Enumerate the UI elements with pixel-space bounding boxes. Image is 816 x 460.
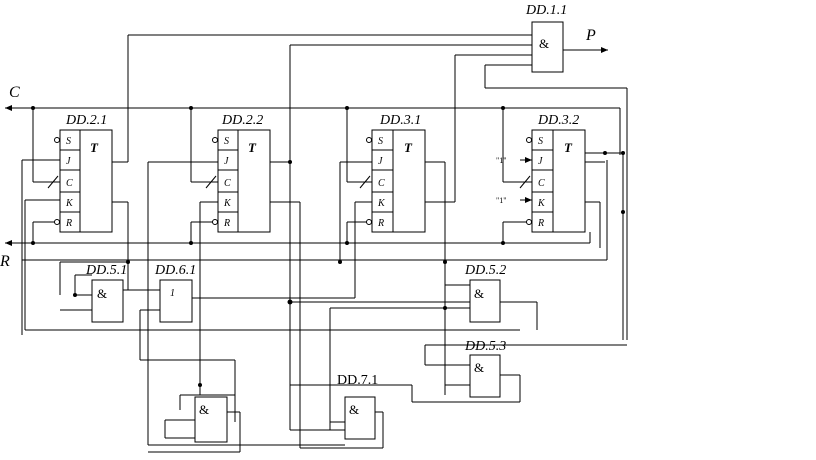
gate-dd61-label: DD.6.1 bbox=[154, 263, 196, 278]
pin-label: S bbox=[538, 136, 543, 147]
pin-label: S bbox=[224, 136, 229, 147]
gate-symbol: & bbox=[474, 360, 484, 375]
gate-dd51: DD.5.1 & bbox=[85, 263, 127, 323]
gate-dd61: DD.6.1 1 bbox=[154, 263, 196, 323]
pin-label: R bbox=[377, 218, 384, 229]
gate-dd52: DD.5.2 & bbox=[464, 263, 506, 323]
ff-dd31-label: DD.3.1 bbox=[379, 113, 421, 128]
ff-dd22-label: DD.2.2 bbox=[221, 113, 263, 128]
ff-type-label: T bbox=[404, 140, 413, 155]
gate-symbol: & bbox=[199, 402, 209, 417]
ff-type-label: T bbox=[564, 140, 573, 155]
ff-type-label: T bbox=[90, 140, 99, 155]
j-const-label: "1" bbox=[496, 156, 507, 165]
gate-symbol: & bbox=[474, 286, 484, 301]
output-signal-label: P bbox=[585, 27, 596, 44]
gate-dd51-label: DD.5.1 bbox=[85, 263, 127, 278]
ff-dd32: DD.3.2 S J C K R T "1" "1" bbox=[496, 113, 586, 233]
ff-dd22: DD.2.2 S J C K R T bbox=[205, 113, 271, 233]
ff-dd31: DD.3.1 S J C K R T bbox=[359, 113, 426, 233]
ff-dd21: DD.2.1 S J C K R T bbox=[47, 113, 113, 233]
pin-label: K bbox=[223, 198, 232, 209]
gate-symbol: 1 bbox=[170, 288, 175, 299]
reset-signal-label: R bbox=[0, 253, 10, 270]
gate-symbol: & bbox=[97, 286, 107, 301]
pin-label: C bbox=[378, 178, 385, 189]
gate-symbol: & bbox=[539, 36, 549, 51]
pin-label: J bbox=[224, 156, 229, 167]
wires bbox=[4, 34, 628, 453]
pin-label: K bbox=[377, 198, 386, 209]
gate-dd11: DD.1.1 & bbox=[525, 3, 567, 73]
gate-dd53: DD.5.3 & bbox=[464, 339, 506, 398]
pin-label: C bbox=[538, 178, 545, 189]
gate-symbol: & bbox=[349, 402, 359, 417]
gate-dd71: DD.7.1 & bbox=[337, 373, 378, 440]
ff-dd21-label: DD.2.1 bbox=[65, 113, 107, 128]
pin-label: C bbox=[66, 178, 73, 189]
pin-label: C bbox=[224, 178, 231, 189]
ff-dd32-label: DD.3.2 bbox=[537, 113, 579, 128]
gate-dd53-label: DD.5.3 bbox=[464, 339, 506, 354]
pin-label: R bbox=[537, 218, 544, 229]
pin-label: R bbox=[223, 218, 230, 229]
junctions bbox=[31, 106, 625, 387]
clock-signal-label: C bbox=[9, 84, 20, 101]
gate-dd11-label: DD.1.1 bbox=[525, 3, 567, 18]
gate-dd52-label: DD.5.2 bbox=[464, 263, 506, 278]
pin-label: K bbox=[537, 198, 546, 209]
k-const-label: "1" bbox=[496, 196, 507, 205]
gate-dd71-label: DD.7.1 bbox=[337, 373, 378, 388]
gate-dd7x: & bbox=[194, 396, 228, 443]
pin-label: R bbox=[65, 218, 72, 229]
pin-label: S bbox=[66, 136, 71, 147]
pin-label: J bbox=[378, 156, 383, 167]
pin-label: S bbox=[378, 136, 383, 147]
pin-label: J bbox=[66, 156, 71, 167]
pin-label: K bbox=[65, 198, 74, 209]
pin-label: J bbox=[538, 156, 543, 167]
ff-type-label: T bbox=[248, 140, 257, 155]
